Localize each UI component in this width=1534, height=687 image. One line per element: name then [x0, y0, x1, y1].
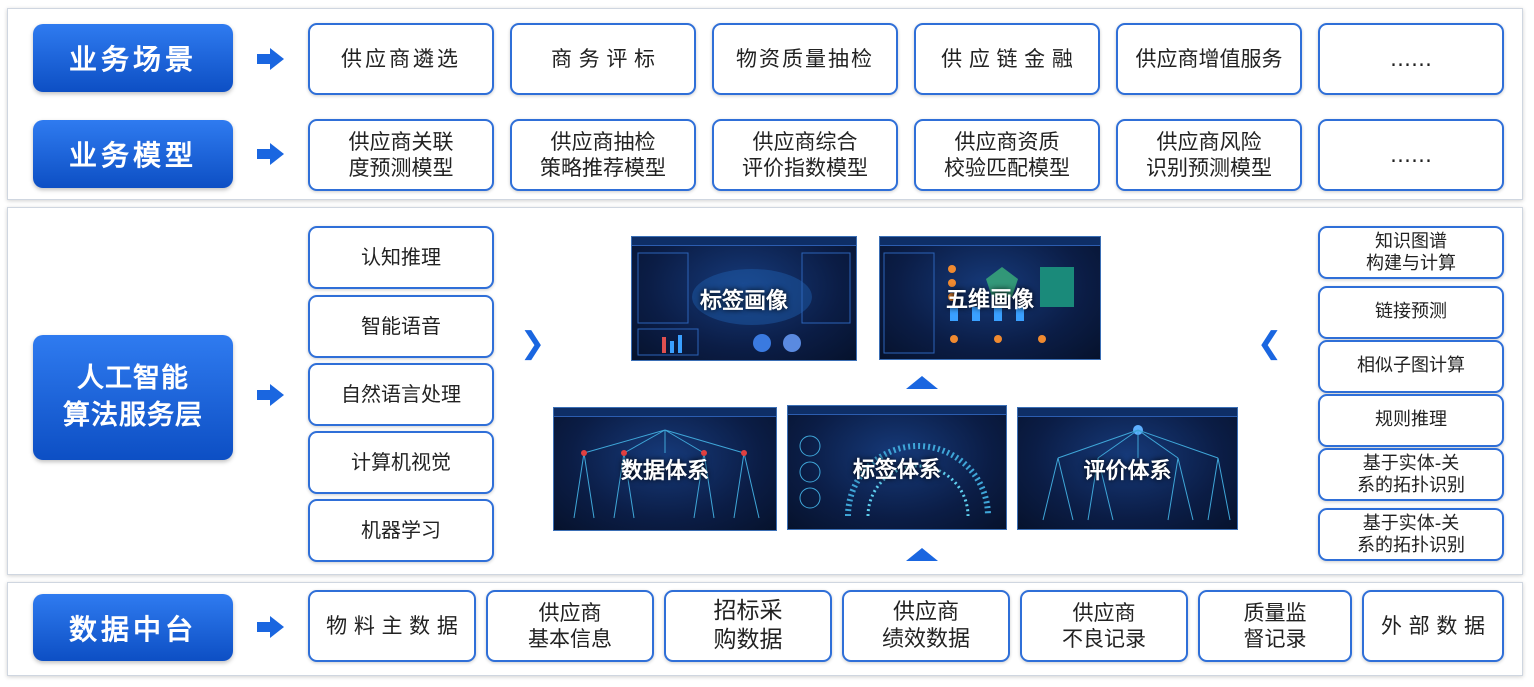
business-scene-label: 业务场景 — [33, 24, 233, 92]
screen-caption: 数据体系 — [620, 459, 709, 484]
scene-box: 商 务 评 标 — [510, 23, 696, 95]
screen-caption: 评价体系 — [1083, 458, 1172, 484]
chevron-left-icon: ❮ — [1257, 326, 1283, 361]
data-source-box: 供应商 基本信息 — [486, 590, 654, 662]
model-box: 供应商关联 度预测模型 — [308, 119, 494, 191]
arrow-right-icon — [257, 384, 284, 406]
screen-titlebar — [880, 237, 1100, 246]
dashboard-screen: 五维画像 — [879, 236, 1101, 360]
data-source-box: 供应商 不良记录 — [1020, 590, 1188, 662]
arrow-right-icon — [257, 143, 284, 165]
ai-capability-box: 认知推理 — [308, 226, 494, 289]
arrow-right-icon — [257, 616, 284, 638]
model-box: 供应商综合 评价指数模型 — [712, 119, 898, 191]
ai-capability-box: 智能语音 — [308, 295, 494, 358]
algorithm-box: 链接预测 — [1318, 286, 1504, 339]
data-source-box: 招标采 购数据 — [664, 590, 832, 662]
screen-graphic — [1042, 425, 1231, 521]
screen-caption: 标签体系 — [852, 457, 941, 483]
scene-box: 物资质量抽检 — [712, 23, 898, 95]
screen-graphic — [883, 252, 1074, 354]
model-box: 供应商资质 校验匹配模型 — [914, 119, 1100, 191]
ai-capability-box: 计算机视觉 — [308, 431, 494, 494]
data-source-box: 供应商 绩效数据 — [842, 590, 1010, 662]
dashboard-screen: 标签体系 — [787, 405, 1007, 530]
dashboard-screen: 数据体系 — [553, 407, 777, 531]
data-source-box: 物 料 主 数 据 — [308, 590, 476, 662]
dashboard-screen: 标签画像 — [631, 236, 857, 361]
screen-titlebar — [554, 408, 776, 417]
ai-capability-box: 机器学习 — [308, 499, 494, 562]
screen-graphic — [799, 435, 991, 517]
algorithm-box: 规则推理 — [1318, 394, 1504, 447]
ai-capability-box: 自然语言处理 — [308, 363, 494, 426]
screen-titlebar — [632, 237, 856, 246]
scene-box: 供应商遴选 — [308, 23, 494, 95]
model-box: …… — [1318, 119, 1504, 191]
screen-caption: 标签画像 — [699, 288, 788, 314]
screen-graphic — [637, 252, 851, 356]
screen-caption: 五维画像 — [945, 288, 1034, 313]
algorithm-box: 基于实体-关 系的拓扑识别 — [1318, 448, 1504, 501]
scene-box: …… — [1318, 23, 1504, 95]
screen-titlebar — [788, 406, 1006, 415]
ai-layer-label: 人工智能 算法服务层 — [33, 335, 233, 460]
business-model-label: 业务模型 — [33, 120, 233, 188]
screen-titlebar — [1018, 408, 1237, 417]
data-source-box: 外 部 数 据 — [1362, 590, 1504, 662]
data-platform-label: 数据中台 — [33, 594, 233, 661]
up-arrow-icon — [906, 548, 938, 561]
chevron-right-icon: ❯ — [520, 326, 546, 361]
algorithm-box: 相似子图计算 — [1318, 340, 1504, 393]
algorithm-box: 基于实体-关 系的拓扑识别 — [1318, 508, 1504, 561]
up-arrow-icon — [906, 376, 938, 389]
algorithm-box: 知识图谱 构建与计算 — [1318, 226, 1504, 279]
scene-box: 供应商增值服务 — [1116, 23, 1302, 95]
screen-graphic — [573, 429, 760, 519]
arrow-right-icon — [257, 48, 284, 70]
scene-box: 供 应 链 金 融 — [914, 23, 1100, 95]
dashboard-screen: 评价体系 — [1017, 407, 1238, 530]
model-box: 供应商风险 识别预测模型 — [1116, 119, 1302, 191]
data-source-box: 质量监 督记录 — [1198, 590, 1352, 662]
model-box: 供应商抽检 策略推荐模型 — [510, 119, 696, 191]
